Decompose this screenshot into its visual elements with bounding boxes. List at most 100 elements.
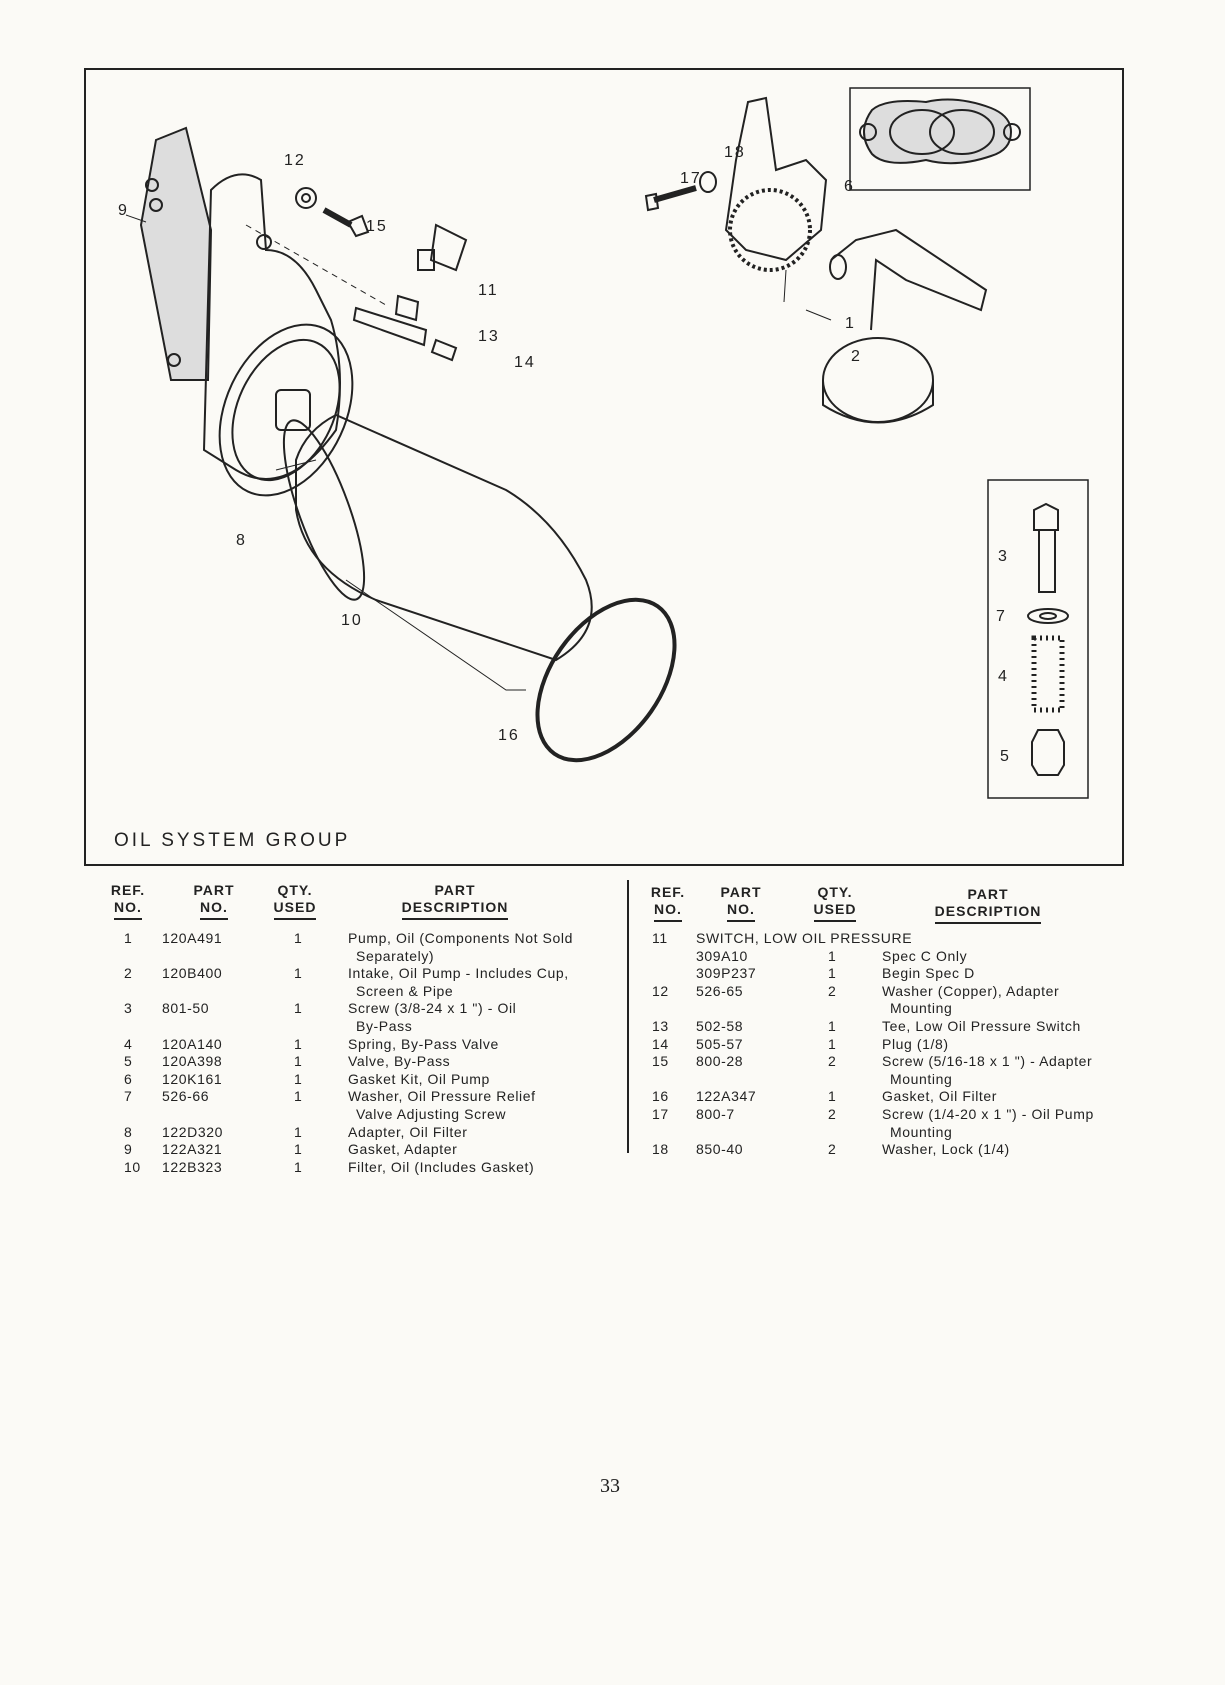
part-no-cell: 122A321: [162, 1141, 223, 1158]
description-cell: Gasket Kit, Oil Pump: [348, 1070, 490, 1087]
description-cell: Filter, Oil (Includes Gasket): [348, 1158, 535, 1175]
ref-no-cell: 12: [652, 982, 669, 999]
description-cell: Pump, Oil (Components Not Sold: [348, 930, 573, 946]
ref-no-cell: 5: [124, 1053, 133, 1070]
part-no-cell: 120K161: [162, 1070, 223, 1087]
ref-no-cell: 9: [124, 1141, 133, 1158]
ref-no-cell: 2: [124, 965, 133, 982]
header-qty-line1: QTY.: [817, 884, 853, 900]
part-no-cell: 502-58: [696, 1018, 744, 1034]
description-cell: Mounting: [890, 1070, 953, 1087]
header-part-line2: NO.: [727, 901, 755, 922]
header-description: PART DESCRIPTION: [350, 882, 560, 920]
description-cell: Plug (1/8): [882, 1035, 949, 1052]
ref-no-cell: 17: [652, 1106, 669, 1122]
description-cell: Screen & Pipe: [356, 982, 454, 999]
part-no-cell: SWITCH, LOW OIL PRESSURE: [696, 930, 913, 946]
part-no-cell: 309A10: [696, 947, 748, 964]
qty-cell: 1: [294, 1158, 303, 1175]
part-no-cell: 505-57: [696, 1035, 744, 1052]
qty-cell: 1: [828, 965, 837, 982]
header-ref-line2: NO.: [654, 901, 682, 922]
qty-cell: 1: [828, 1035, 837, 1052]
part-no-cell: 120A140: [162, 1035, 223, 1052]
description-cell: Valve, By-Pass: [348, 1053, 451, 1070]
ref-no-cell: 14: [652, 1035, 669, 1052]
header-qty-line1: QTY.: [277, 882, 313, 898]
qty-cell: 1: [294, 1035, 303, 1052]
parts-table-left: REF. NO. PART NO. QTY. USED PART DESCRIP…: [90, 882, 620, 1182]
callout-4: 4: [998, 668, 1009, 685]
callout-10: 10: [341, 612, 363, 629]
callout-1: 1: [845, 315, 856, 332]
description-cell: Spec C Only: [882, 947, 968, 964]
ref-no-cell: 13: [652, 1018, 669, 1034]
header-part-line2: NO.: [200, 899, 228, 920]
description-cell: Screw (5/16-18 x 1 ") - Adapter: [882, 1053, 1093, 1070]
exploded-view-drawing: [125, 87, 1089, 799]
callout-13: 13: [478, 328, 500, 345]
oil-system-diagram: 12 9 15 11 13 14 8 10 16 18 17 6 1 2 3 7…: [84, 68, 1124, 866]
description-cell: Washer, Oil Pressure Relief: [348, 1088, 536, 1105]
callout-6: 6: [844, 178, 855, 195]
callout-11: 11: [478, 282, 499, 299]
description-cell: Intake, Oil Pump - Includes Cup,: [348, 965, 569, 982]
qty-cell: 1: [828, 947, 837, 964]
qty-cell: 2: [828, 1053, 837, 1070]
header-part-line1: PART: [193, 882, 235, 898]
qty-cell: 1: [294, 1141, 303, 1158]
ref-no-cell: 18: [652, 1141, 669, 1158]
description-cell: Gasket, Adapter: [348, 1141, 458, 1158]
callout-2: 2: [851, 348, 862, 365]
description-cell: Screw (1/4-20 x 1 ") - Oil Pump: [882, 1106, 1094, 1122]
header-desc-line1: PART: [967, 886, 1009, 902]
part-no-cell: 120B400: [162, 965, 223, 982]
callout-7: 7: [996, 608, 1007, 625]
part-no-cell: 526-65: [696, 982, 744, 999]
ref-no-cell: 16: [652, 1088, 669, 1105]
part-no-cell: 800-7: [696, 1106, 735, 1122]
ref-no-cell: 6: [124, 1070, 133, 1087]
callout-9: 9: [118, 202, 129, 219]
page-number: 33: [600, 1475, 620, 1497]
parts-table-right: REF. NO. PART NO. QTY. USED PART DESCRIP…: [640, 884, 1160, 1184]
bypass-valve-inset: [987, 479, 1089, 799]
filter-adapter-part: [202, 173, 341, 480]
description-cell: Begin Spec D: [882, 965, 975, 982]
part-no-cell: 122B323: [162, 1158, 223, 1175]
description-cell: Washer (Copper), Adapter: [882, 982, 1060, 999]
description-cell: Adapter, Oil Filter: [348, 1123, 468, 1140]
ref-no-cell: 1: [124, 930, 133, 946]
part-no-cell: 122D320: [162, 1123, 224, 1140]
header-description: PART DESCRIPTION: [918, 886, 1058, 924]
description-cell: Valve Adjusting Screw: [356, 1105, 507, 1122]
header-qty-line2: USED: [273, 899, 317, 920]
qty-cell: 1: [828, 1018, 837, 1034]
ref-no-cell: 10: [124, 1158, 141, 1175]
oil-filter-part: [295, 413, 593, 662]
header-qty: QTY. USED: [260, 882, 330, 920]
part-no-cell: 801-50: [162, 1000, 210, 1017]
part-no-cell: 850-40: [696, 1141, 744, 1158]
qty-cell: 2: [828, 1106, 837, 1122]
column-divider: [627, 880, 629, 1153]
qty-cell: 1: [828, 1088, 837, 1105]
description-cell: Washer, Lock (1/4): [882, 1141, 1010, 1158]
qty-cell: 1: [294, 1070, 303, 1087]
description-cell: By-Pass: [356, 1017, 413, 1034]
header-ref-line1: REF.: [110, 882, 146, 898]
callout-8: 8: [236, 532, 247, 549]
callout-3: 3: [998, 548, 1009, 565]
description-cell: Tee, Low Oil Pressure Switch: [882, 1018, 1081, 1034]
part-no-cell: 309P237: [696, 965, 757, 982]
qty-cell: 1: [294, 965, 303, 982]
callout-14: 14: [514, 354, 536, 371]
qty-cell: 1: [294, 930, 303, 946]
description-cell: Mounting: [890, 1000, 953, 1017]
part-no-cell: 120A398: [162, 1053, 223, 1070]
header-ref-line1: REF.: [650, 884, 686, 900]
ref-no-cell: 15: [652, 1053, 669, 1070]
header-desc-line2: DESCRIPTION: [401, 899, 509, 920]
oil-intake-part: [830, 228, 988, 331]
header-part-no: PART NO.: [174, 882, 254, 920]
